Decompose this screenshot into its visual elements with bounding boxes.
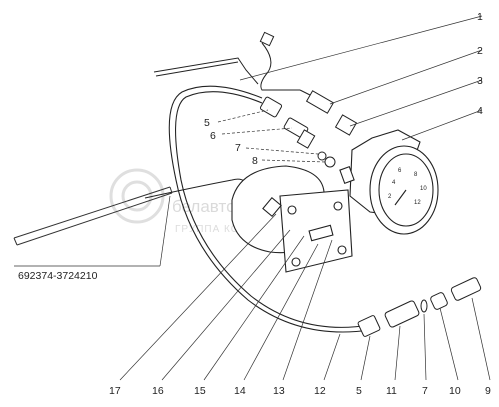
part-number: 692374-3724210: [18, 270, 98, 282]
capillary-loop: [168, 85, 371, 333]
washer-7-top: [317, 151, 327, 161]
callout-9: 9: [485, 385, 491, 397]
fitting-2: [305, 90, 335, 114]
callouts: 1 2 3 4 5 6 7 8 17 16 15 14 13 12 5 11 7…: [109, 11, 491, 397]
washer-8-top: [324, 156, 336, 168]
callout-3: 3: [477, 75, 483, 87]
callout-6: 6: [210, 130, 216, 142]
bottom-fittings: [357, 277, 482, 337]
svg-text:8: 8: [414, 172, 418, 178]
callout-1: 1: [477, 11, 483, 23]
top-fittings: [259, 90, 358, 168]
callout-17: 17: [109, 385, 121, 397]
svg-text:6: 6: [398, 168, 402, 174]
fitting-5-top: [259, 96, 283, 118]
watermark-brand: белавто: [172, 197, 236, 216]
callout-8: 8: [252, 155, 258, 167]
leader-lines: [14, 15, 491, 381]
callout-5-bottom: 5: [356, 385, 362, 397]
callout-15: 15: [194, 385, 206, 397]
fitting-10: [430, 292, 448, 310]
fitting-3: [334, 114, 358, 136]
callout-2: 2: [477, 45, 483, 57]
fitting-9: [450, 277, 482, 301]
svg-text:12: 12: [414, 200, 421, 206]
watermark-logo-inner: [121, 180, 153, 212]
sensor-wire: [153, 31, 313, 97]
fitting-6-nut: [296, 129, 316, 149]
sensor-housing: [231, 165, 353, 273]
callout-10: 10: [449, 385, 461, 397]
svg-text:10: 10: [420, 186, 427, 192]
callout-13: 13: [273, 385, 285, 397]
pressure-gauge: [339, 129, 439, 235]
svg-text:2: 2: [388, 194, 392, 200]
fitting-11: [384, 300, 420, 328]
washer-7-bottom: [420, 299, 428, 313]
callout-12: 12: [314, 385, 326, 397]
callout-7-top: 7: [235, 142, 241, 154]
callout-5-top: 5: [204, 117, 210, 129]
steel-tube: [13, 186, 173, 246]
callout-4: 4: [477, 105, 483, 117]
callout-7-bottom: 7: [422, 385, 428, 397]
callout-16: 16: [152, 385, 164, 397]
gauge-scale: 6 8 10 4 2 12: [388, 168, 427, 206]
callout-11: 11: [386, 385, 397, 397]
svg-text:4: 4: [392, 180, 396, 186]
fitting-5-bottom: [357, 315, 381, 337]
callout-14: 14: [234, 385, 246, 397]
